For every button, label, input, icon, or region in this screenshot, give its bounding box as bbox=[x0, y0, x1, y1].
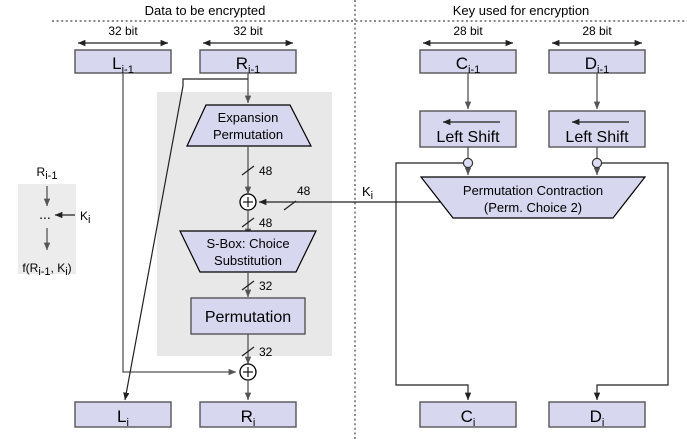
junction-node-c bbox=[462, 157, 474, 169]
wire-shift1-bypass-to-cnext bbox=[395, 162, 472, 401]
block-permutation: Permutation bbox=[190, 297, 306, 335]
svg-text:Ki: Ki bbox=[362, 184, 373, 202]
svg-text:Ri: Ri bbox=[241, 407, 256, 429]
legend-output-mid: , K bbox=[51, 261, 66, 275]
bitwidth-d-prev: 28 bit bbox=[551, 24, 643, 47]
legend-input-sub: i-1 bbox=[45, 170, 57, 182]
header-left: Data to be encrypted bbox=[145, 3, 266, 18]
box-c-next-label: C bbox=[461, 407, 473, 426]
svg-text:Ci: Ci bbox=[461, 407, 476, 429]
box-c-prev: Ci-1 bbox=[419, 49, 517, 76]
legend-output-label: f(R bbox=[22, 261, 38, 275]
legend-input-label: R bbox=[37, 165, 46, 179]
wire-lprev-to-xor2 bbox=[122, 73, 237, 376]
label-subkey: K bbox=[362, 184, 371, 199]
block-expansion-permutation: Expansion Permutation bbox=[186, 104, 312, 147]
box-l-next-sub: i bbox=[127, 417, 129, 429]
contraction-line2: (Perm. Choice 2) bbox=[484, 200, 582, 215]
bitwidth-l-prev: 32 bit bbox=[77, 24, 169, 47]
block-permutation-contraction: Permutation Contraction (Perm. Choice 2) bbox=[419, 176, 647, 219]
permutation-label: Permutation bbox=[205, 309, 291, 326]
svg-text:Ri-1: Ri-1 bbox=[37, 165, 58, 182]
label-key-in: 48 bbox=[297, 184, 311, 198]
box-l-next-label: L bbox=[117, 407, 126, 426]
bitwidth-r-prev: 32 bit bbox=[202, 24, 294, 47]
tick-perm-out bbox=[241, 346, 255, 357]
bitwidth-c-prev: 28 bit bbox=[422, 24, 514, 47]
block-left-shift-1: Left Shift bbox=[419, 110, 517, 148]
box-c-next: Ci bbox=[419, 401, 517, 429]
box-c-prev-label: C bbox=[456, 54, 468, 73]
box-d-prev-label: D bbox=[585, 54, 597, 73]
box-l-prev: Li-1 bbox=[74, 49, 172, 76]
label-xor-out: 48 bbox=[259, 216, 273, 230]
box-c-prev-sub: i-1 bbox=[468, 64, 480, 76]
box-r-prev-label: R bbox=[236, 54, 248, 73]
svg-text:Ci-1: Ci-1 bbox=[456, 54, 481, 76]
svg-text:Li-1: Li-1 bbox=[112, 54, 134, 76]
block-left-shift-2: Left Shift bbox=[548, 110, 646, 148]
bitwidth-c-prev-label: 28 bit bbox=[453, 24, 483, 38]
box-d-next: Di bbox=[548, 401, 646, 429]
legend-key-label: K bbox=[80, 209, 88, 223]
box-r-next-sub: i bbox=[253, 417, 255, 429]
bitwidth-d-prev-label: 28 bit bbox=[582, 24, 612, 38]
box-r-next: Ri bbox=[199, 401, 297, 429]
contraction-line1: Permutation Contraction bbox=[463, 183, 603, 198]
svg-text:Li: Li bbox=[117, 407, 129, 429]
tick-key-in bbox=[283, 200, 297, 211]
block-sbox: S-Box: Choice Substitution bbox=[179, 230, 317, 273]
box-c-next-sub: i bbox=[473, 417, 475, 429]
label-subkey-sub: i bbox=[371, 190, 373, 202]
box-d-next-label: D bbox=[590, 407, 602, 426]
left-shift-2-label: Left Shift bbox=[565, 129, 629, 146]
box-r-next-label: R bbox=[241, 407, 253, 426]
box-d-next-sub: i bbox=[602, 417, 604, 429]
bitwidth-l-prev-label: 32 bit bbox=[108, 24, 138, 38]
bitwidth-r-prev-label: 32 bit bbox=[233, 24, 263, 38]
legend-dots: ... bbox=[39, 206, 51, 222]
expansion-line1: Expansion bbox=[218, 110, 279, 125]
tick-expansion-out bbox=[241, 165, 255, 176]
left-shift-1-label: Left Shift bbox=[436, 129, 500, 146]
expansion-line2: Permutation bbox=[213, 127, 283, 142]
header-right: Key used for encryption bbox=[453, 3, 590, 18]
svg-text:Ki: Ki bbox=[80, 209, 90, 226]
xor-gate-key bbox=[239, 193, 257, 211]
box-d-prev-sub: i-1 bbox=[597, 64, 609, 76]
label-perm-out: 32 bbox=[259, 345, 273, 359]
label-expansion-out: 48 bbox=[259, 164, 273, 178]
junction-node-d bbox=[591, 157, 603, 169]
box-l-prev-sub: i-1 bbox=[122, 64, 134, 76]
box-d-prev: Di-1 bbox=[548, 49, 646, 76]
svg-text:Di-1: Di-1 bbox=[585, 54, 610, 76]
xor-gate-feistel bbox=[239, 363, 257, 381]
legend-output-end: ) bbox=[68, 261, 72, 275]
box-r-prev-sub: i-1 bbox=[248, 64, 260, 76]
legend-output-sub1: i-1 bbox=[38, 266, 50, 278]
label-sbox-out: 32 bbox=[259, 279, 273, 293]
svg-text:Ri-1: Ri-1 bbox=[236, 54, 261, 76]
sbox-line1: S-Box: Choice bbox=[206, 236, 289, 251]
legend-f-function: Ri-1 ... Ki f(Ri-1, Ki) bbox=[22, 165, 90, 278]
wire-rprev-crossover-to-lnext bbox=[123, 78, 248, 401]
box-r-prev: Ri-1 bbox=[199, 49, 297, 76]
svg-text:f(Ri-1, Ki): f(Ri-1, Ki) bbox=[22, 261, 71, 278]
tick-sbox-out bbox=[241, 280, 255, 291]
svg-text:Di: Di bbox=[590, 407, 605, 429]
wire-shift2-bypass-to-dnext bbox=[593, 162, 669, 401]
box-l-prev-label: L bbox=[112, 54, 121, 73]
tick-xor-out bbox=[241, 217, 255, 228]
sbox-line2: Substitution bbox=[214, 253, 282, 268]
legend-output-sub2: i bbox=[65, 266, 67, 278]
box-l-next: Li bbox=[74, 401, 172, 429]
legend-key-sub: i bbox=[88, 214, 90, 226]
